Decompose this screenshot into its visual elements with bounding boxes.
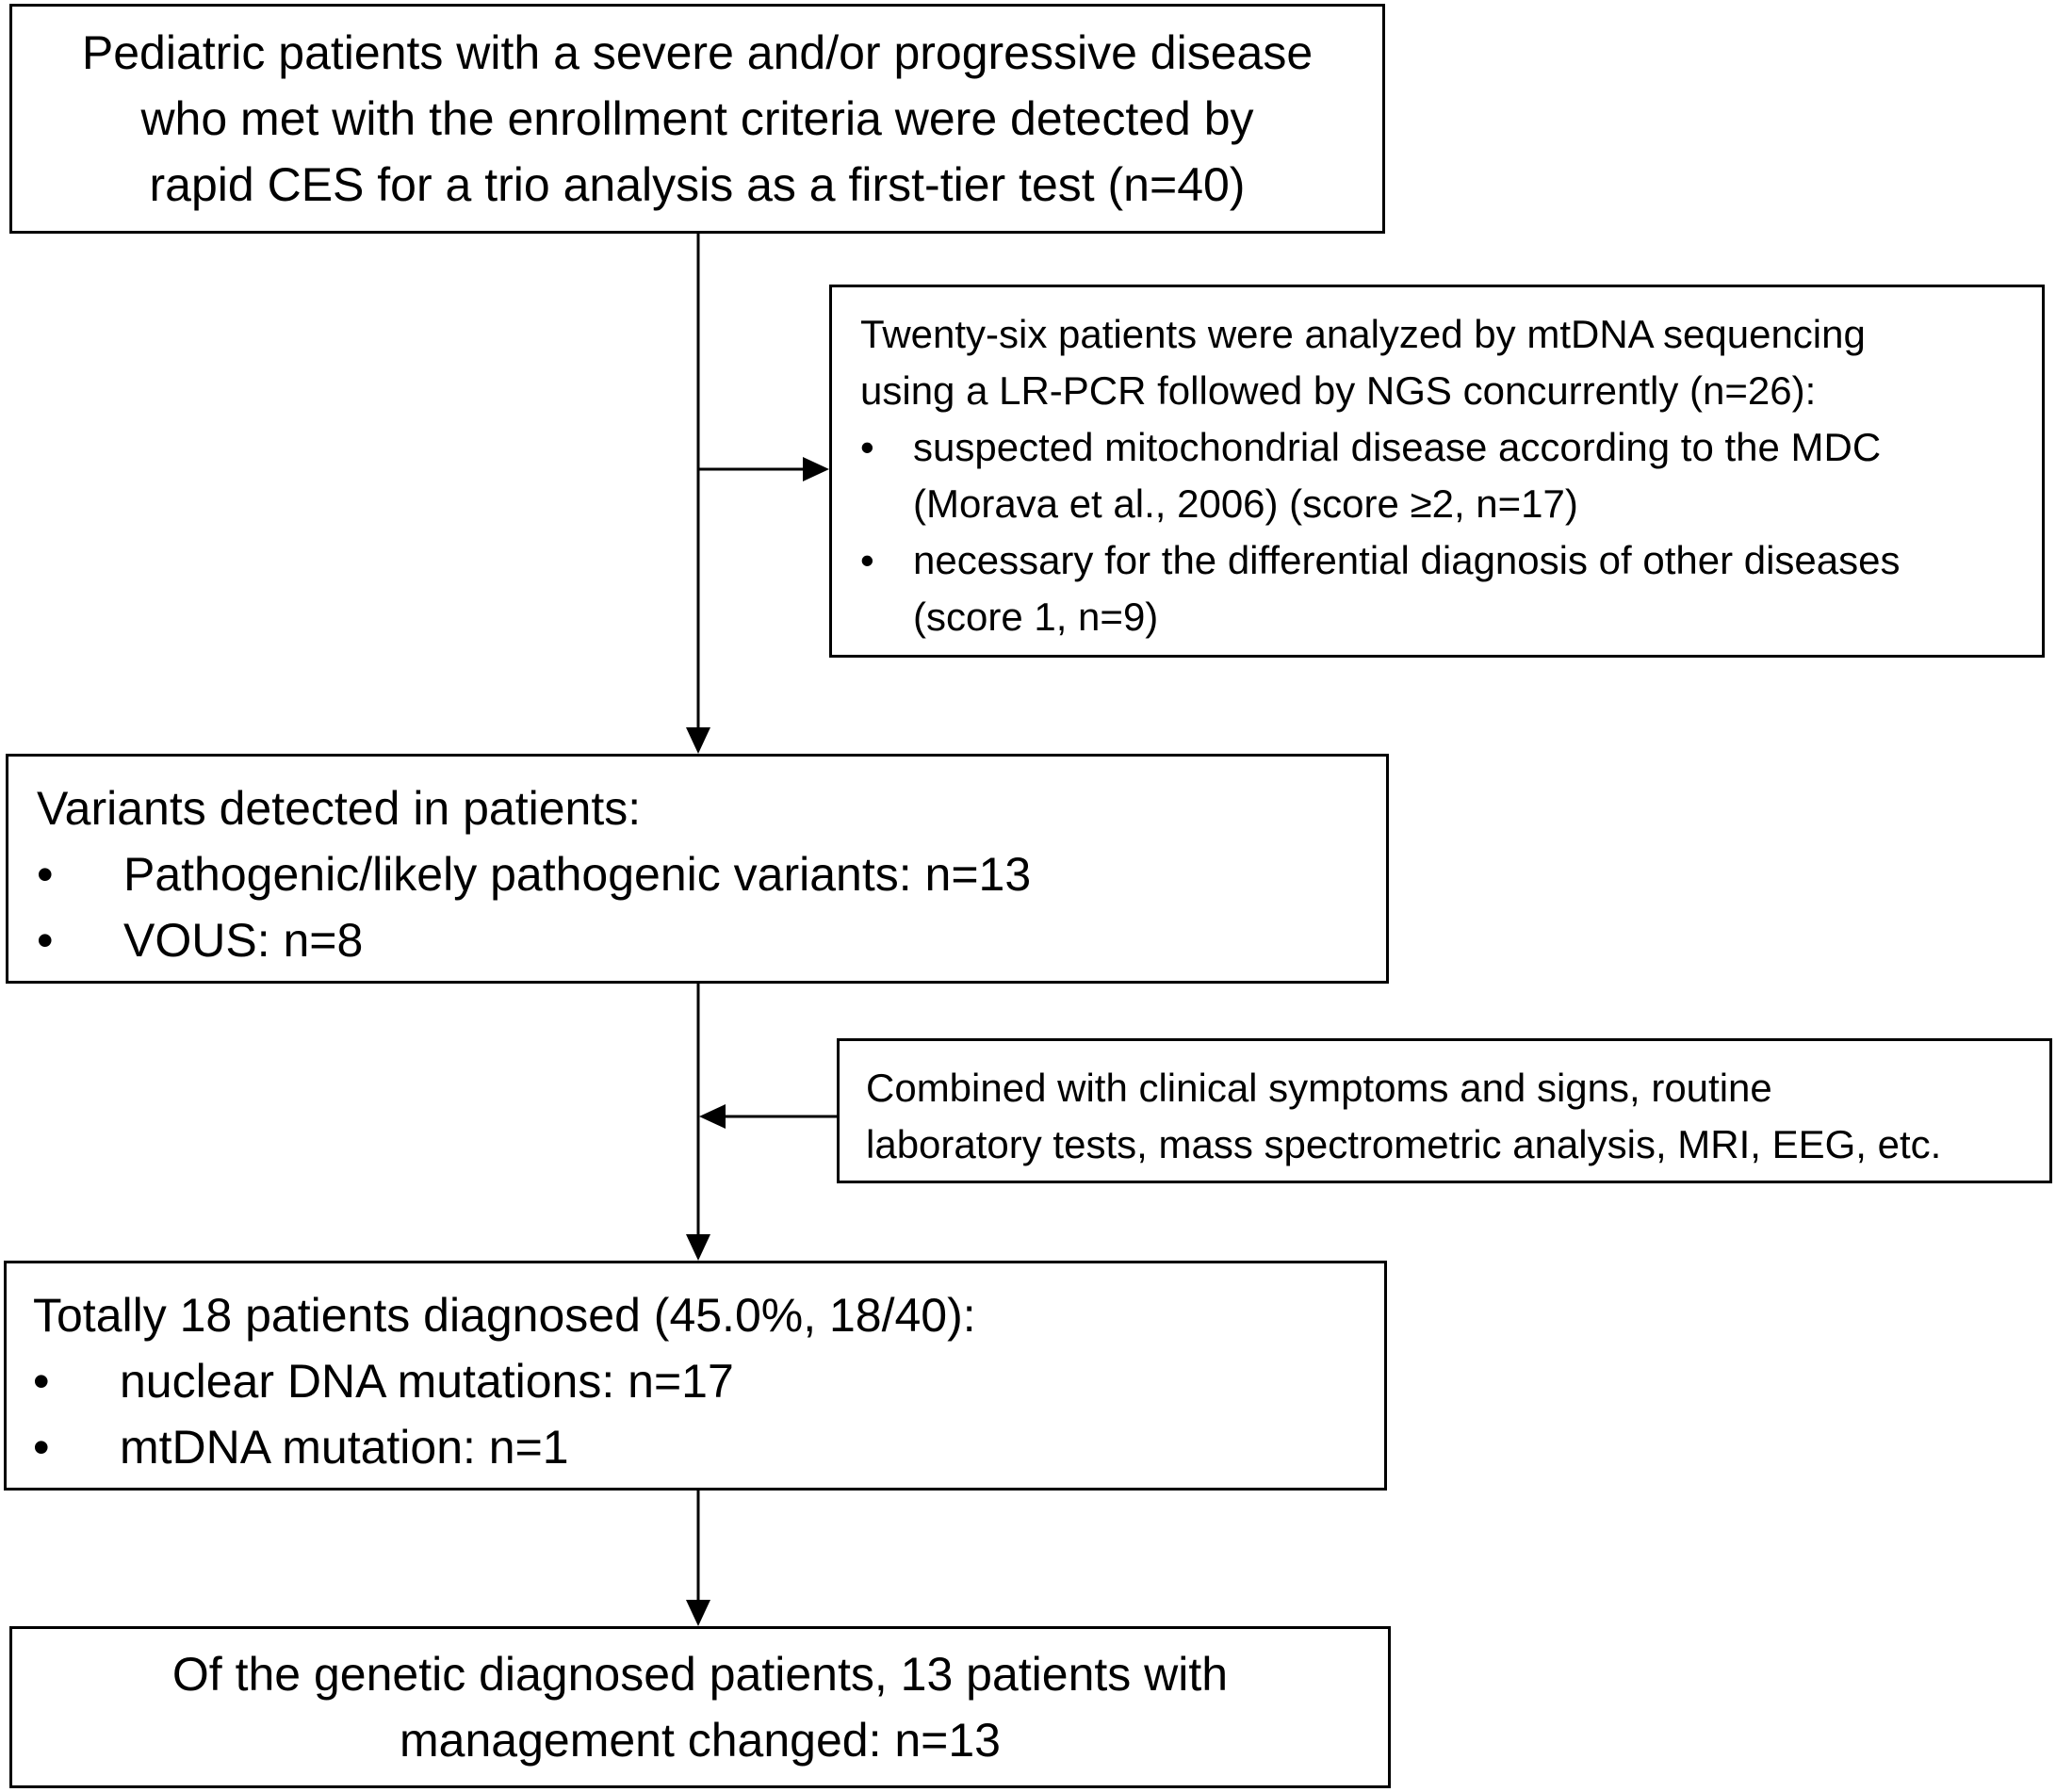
arrowhead-box2 xyxy=(803,457,829,481)
mtdna-bullet-2-line-1: necessary for the differential diagnosis… xyxy=(913,538,1901,582)
bullet-glyph: • xyxy=(37,848,54,901)
management-line-2: management changed: n=13 xyxy=(400,1714,1001,1767)
mtdna-sequencing-box: Twenty-six patients were analyzed by mtD… xyxy=(829,285,2045,658)
arrowhead-box5 xyxy=(686,1234,710,1261)
bullet-glyph: • xyxy=(33,1355,50,1408)
enrollment-line-2: who met with the enrollment criteria wer… xyxy=(140,92,1254,145)
clinical-combination-box: Combined with clinical symptoms and sign… xyxy=(837,1038,2052,1183)
clinical-line-2: laboratory tests, mass spectrometric ana… xyxy=(866,1122,1942,1166)
mtdna-bullet-1: • suspected mitochondrial disease accord… xyxy=(860,419,2042,476)
enrollment-box: Pediatric patients with a severe and/or … xyxy=(9,4,1385,234)
mtdna-intro-line-2: using a LR-PCR followed by NGS concurren… xyxy=(860,368,1817,413)
mtdna-intro-line-1: Twenty-six patients were analyzed by mtD… xyxy=(860,312,1866,356)
bullet-glyph: • xyxy=(860,425,874,469)
management-line-1: Of the genetic diagnosed patients, 13 pa… xyxy=(171,1648,1229,1701)
enrollment-line-3: rapid CES for a trio analysis as a first… xyxy=(149,158,1246,211)
bullet-glyph: • xyxy=(37,914,54,967)
mtdna-bullet-1-line-1: suspected mitochondrial disease accordin… xyxy=(913,425,1882,469)
bullet-glyph: • xyxy=(860,538,874,582)
variants-bullet-2-text: VOUS: n=8 xyxy=(123,914,364,967)
arrowhead-box3 xyxy=(686,727,710,754)
diagnosed-box: Totally 18 patients diagnosed (45.0%, 18… xyxy=(4,1261,1387,1491)
variants-box: Variants detected in patients: • Pathoge… xyxy=(6,754,1389,984)
mtdna-bullet-2: • necessary for the differential diagnos… xyxy=(860,532,2042,589)
diagnosed-bullet-1: • nuclear DNA mutations: n=17 xyxy=(33,1348,1384,1414)
enrollment-line-1: Pediatric patients with a severe and/or … xyxy=(81,26,1314,79)
variants-bullet-1-text: Pathogenic/likely pathogenic variants: n… xyxy=(123,848,1032,901)
clinical-line-1: Combined with clinical symptoms and sign… xyxy=(866,1066,1772,1110)
variants-heading: Variants detected in patients: xyxy=(37,782,642,835)
diagnosed-bullet-1-text: nuclear DNA mutations: n=17 xyxy=(120,1355,734,1408)
variants-bullet-1: • Pathogenic/likely pathogenic variants:… xyxy=(37,841,1386,907)
variants-bullet-2: • VOUS: n=8 xyxy=(37,907,1386,973)
diagnosed-heading: Totally 18 patients diagnosed (45.0%, 18… xyxy=(33,1289,976,1342)
arrowhead-box6 xyxy=(686,1600,710,1626)
diagnosed-bullet-2: • mtDNA mutation: n=1 xyxy=(33,1414,1384,1480)
arrowhead-from-box4 xyxy=(699,1104,726,1129)
diagnosed-bullet-2-text: mtDNA mutation: n=1 xyxy=(120,1421,569,1474)
management-changed-box: Of the genetic diagnosed patients, 13 pa… xyxy=(9,1626,1391,1788)
mtdna-bullet-2-line-2: (score 1, n=9) xyxy=(913,595,1159,639)
mtdna-bullet-1-line-2: (Morava et al., 2006) (score ≥2, n=17) xyxy=(913,481,1578,526)
bullet-glyph: • xyxy=(33,1421,50,1474)
